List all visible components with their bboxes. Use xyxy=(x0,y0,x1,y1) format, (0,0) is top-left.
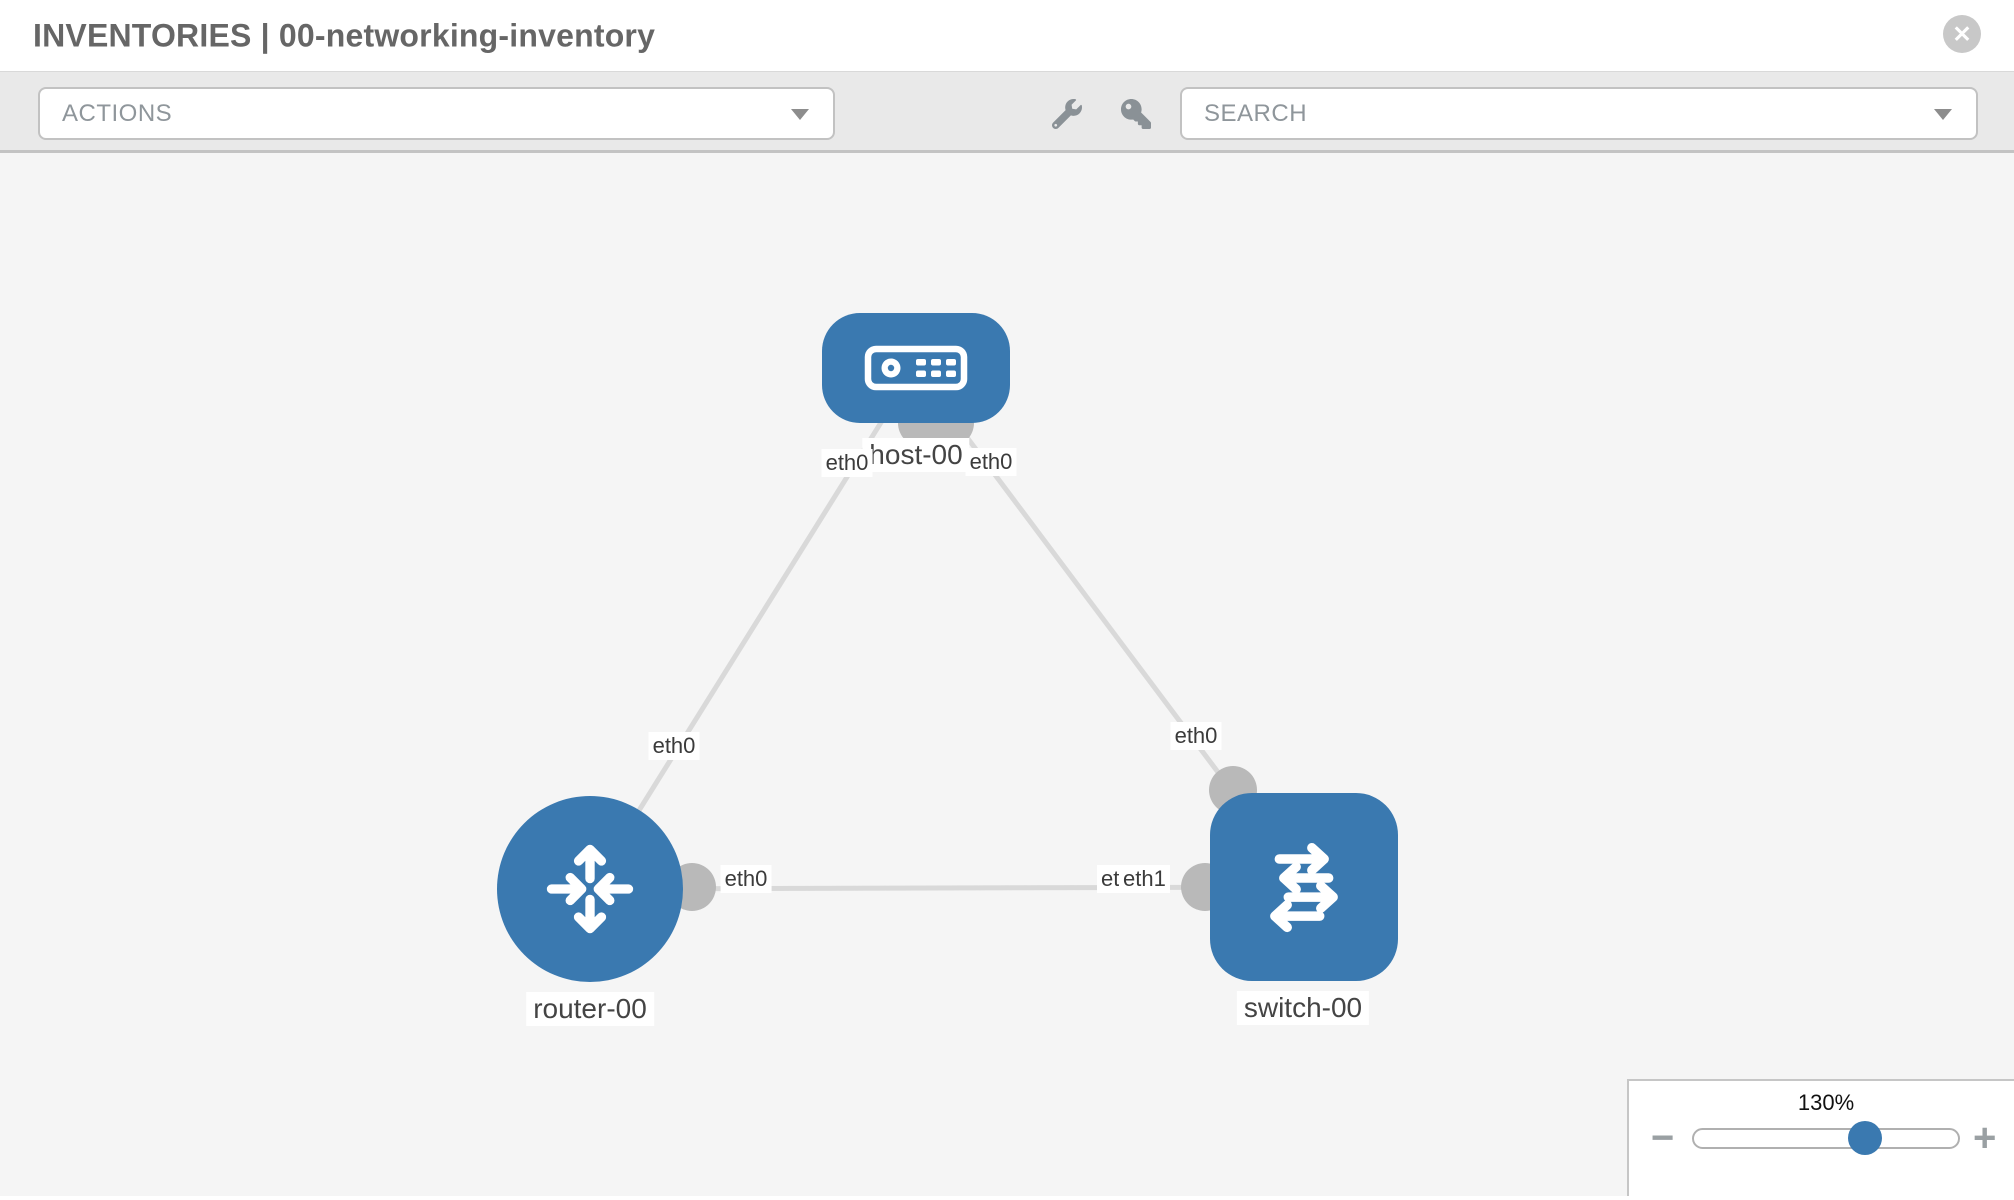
iface-label-router-eth0-up: eth0 xyxy=(648,732,700,760)
iface-label-host-eth0-left: eth0 xyxy=(821,449,873,477)
iface-label-router-eth0: eth0 xyxy=(720,865,772,893)
header: INVENTORIES | 00-networking-inventory ✕ xyxy=(0,0,2014,72)
chevron-down-icon xyxy=(1934,108,1952,120)
zoom-panel: 130% − + xyxy=(1627,1079,2014,1196)
key-icon xyxy=(1121,98,1151,129)
page-title: INVENTORIES | 00-networking-inventory xyxy=(33,17,656,53)
search-dropdown-label: SEARCH xyxy=(1204,99,1308,127)
search-dropdown[interactable]: SEARCH xyxy=(1180,87,1978,140)
wrench-icon xyxy=(1051,98,1082,129)
zoom-in-button[interactable]: + xyxy=(1973,1116,1997,1160)
host-icon xyxy=(864,345,968,391)
toolbar: ACTIONS SEARCH xyxy=(0,72,2014,153)
chevron-down-icon xyxy=(791,108,809,120)
topology-canvas[interactable]: host-00 router-00 switch-00 eth0 eth0 et… xyxy=(0,153,2014,1196)
node-label-switch-00: switch-00 xyxy=(1236,991,1370,1025)
links-layer xyxy=(587,366,1307,911)
node-label-router-00: router-00 xyxy=(526,992,654,1026)
zoom-level-value: 130% xyxy=(1797,1090,1855,1115)
zoom-slider-track[interactable] xyxy=(1692,1128,1960,1149)
iface-label-switch-eth0: eth0 xyxy=(1170,722,1222,750)
actions-dropdown[interactable]: ACTIONS xyxy=(38,87,835,140)
configure-button[interactable] xyxy=(1050,98,1084,132)
zoom-out-button[interactable]: − xyxy=(1651,1116,1675,1160)
node-host-00[interactable] xyxy=(822,313,1010,423)
switch-icon xyxy=(1270,843,1338,933)
node-label-host-00: host-00 xyxy=(862,438,970,472)
plus-icon: + xyxy=(1973,1116,1997,1160)
router-icon xyxy=(546,844,634,934)
actions-dropdown-label: ACTIONS xyxy=(62,99,173,127)
close-icon: ✕ xyxy=(1952,20,1972,47)
node-switch-00[interactable] xyxy=(1210,793,1398,981)
node-router-00[interactable] xyxy=(497,796,683,982)
iface-label-host-eth0-right: eth0 xyxy=(965,448,1017,476)
minus-icon: − xyxy=(1651,1116,1675,1160)
zoom-slider-handle[interactable] xyxy=(1848,1121,1882,1155)
close-button[interactable]: ✕ xyxy=(1943,15,1981,53)
iface-label-switch-eth1: eth1 xyxy=(1119,865,1170,893)
credentials-button[interactable] xyxy=(1119,98,1153,132)
